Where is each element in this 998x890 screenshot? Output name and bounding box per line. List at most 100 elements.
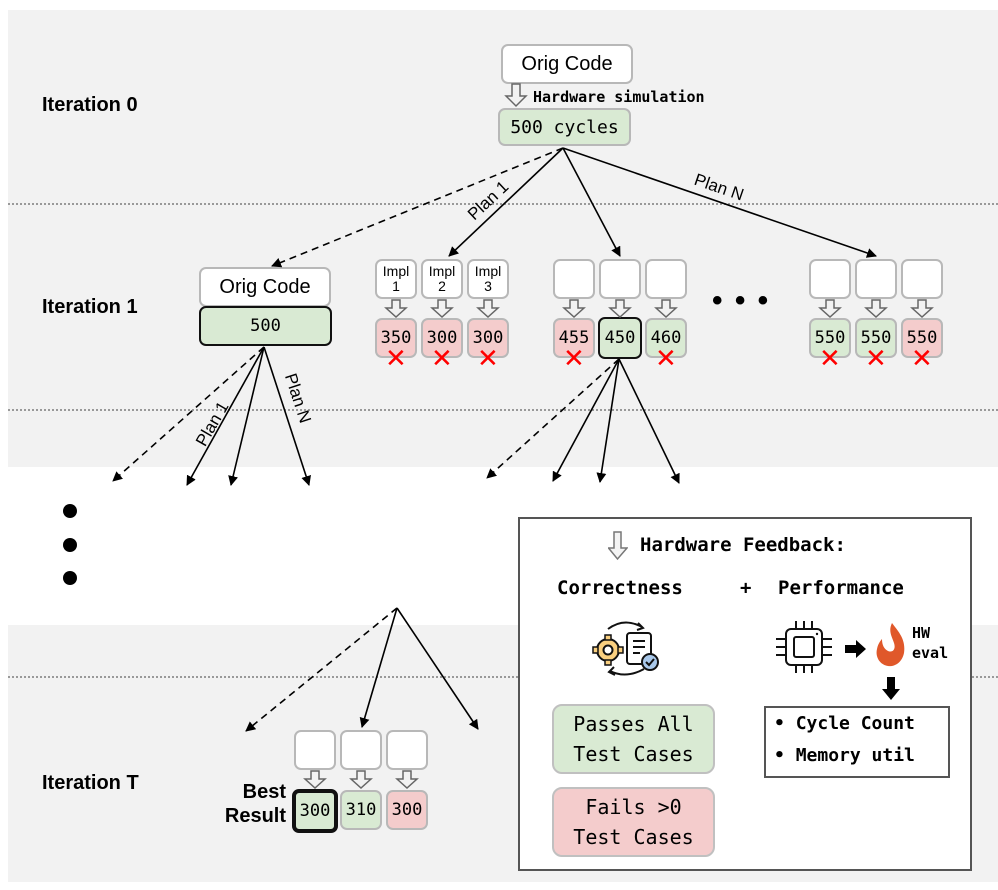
reject-x-icon: ✕ [819,344,841,374]
reject-x-icon: ✕ [655,344,677,374]
edge [552,358,620,482]
impl-label: Impl 2 [428,263,456,294]
hollow-down-arrow-icon [430,299,454,319]
impl-box-empty [340,730,382,770]
hw-eval-label: HW eval [912,623,948,663]
reject-x-icon: ✕ [563,344,585,374]
impl-box-empty [855,259,897,299]
selected-result-box: 450 [598,317,642,359]
edge-plan-N [562,147,877,258]
edge [618,358,680,484]
reject-x-icon: ✕ [477,344,499,374]
reject-x-icon: ✕ [865,344,887,374]
edge-plan-1 [448,147,564,257]
result-box: 300 [386,790,428,830]
correctness-heading: Correctness [557,577,683,599]
impl-box-empty [901,259,943,299]
flame-icon [876,623,905,667]
root-cycles-box: 500 cycles [498,108,631,146]
chip-icon [776,621,832,673]
test-cycle-icon [592,621,659,676]
hollow-down-arrow-icon [384,299,408,319]
separator-1-2 [8,409,998,411]
result-box: 550 [901,318,943,358]
best-result-box: 300 [292,789,338,833]
impl-label: Impl 3 [474,263,502,294]
performance-metrics-list: • Cycle Count • Memory util [764,706,950,778]
hw-eval-line1: HW [912,624,931,642]
reject-x-icon: ✕ [385,344,407,374]
hollow-down-arrow-icon [562,299,586,319]
pass-line1: Passes All [573,712,694,736]
separator-T [8,676,998,678]
impl-box-empty [599,259,641,299]
hollow-down-arrow-icon [608,531,628,561]
check-badge-icon [641,653,659,671]
iter1-orig-result-box: 500 [199,306,332,346]
iteration-1-label: Iteration 1 [42,296,138,318]
vertical-ellipsis-dot [63,504,77,518]
feedback-title: Hardware Feedback: [640,534,846,556]
metric-cycle-count: Cycle Count [795,713,915,734]
result-box: 455 [553,318,595,358]
fails-legend: Fails >0 Test Cases [552,787,715,857]
hollow-down-arrow-icon [654,299,678,319]
impl-box-empty [386,730,428,770]
edge-dashed [486,358,620,479]
edge [228,346,265,486]
fail-line1: Fails >0 [585,795,682,819]
result-box: 300 [421,318,463,358]
gear-icon [592,634,624,666]
metric-memory-util: Memory util [795,745,915,766]
impl-label: Impl 1 [382,263,410,294]
best-result-label: Best Result [200,780,286,828]
impl-box-3: Impl 3 [467,259,509,299]
edge [596,358,620,483]
hardware-simulation-label: Hardware simulation [533,88,705,106]
impl-box-1: Impl 1 [375,259,417,299]
hollow-down-arrow-icon [395,770,419,790]
vertical-ellipsis-dot [63,571,77,585]
reject-x-icon: ✕ [431,344,453,374]
iteration-T-label: Iteration T [42,772,139,794]
edge-dashed [245,607,398,732]
result-box: 310 [340,790,382,830]
hollow-down-arrow-icon [303,770,327,790]
edge-plan-2 [562,147,621,257]
hw-eval-line2: eval [912,644,949,662]
edge [396,607,479,730]
fail-line2: Test Cases [573,825,694,849]
best-label-line2: Result [224,805,286,827]
hardware-feedback-panel: Hardware Feedback: Correctness + Perform… [518,517,972,871]
vertical-ellipsis-dot [63,538,77,552]
impl-box-2: Impl 2 [421,259,463,299]
edge-dashed [112,346,265,482]
down-arrow-icon [882,677,900,700]
result-box: 460 [645,318,687,358]
hollow-down-arrow-icon [349,770,373,790]
edge-dashed [271,147,564,268]
performance-heading: Performance [778,577,904,599]
result-box: 300 [467,318,509,358]
plus-sign: + [740,577,752,599]
result-box: 550 [855,318,897,358]
right-arrow-icon [845,640,866,658]
impl-box-empty [553,259,595,299]
hollow-down-arrow-icon [504,83,528,108]
reject-x-icon: ✕ [911,344,933,374]
metric-item: • Cycle Count [774,713,915,734]
passes-all-legend: Passes All Test Cases [552,704,715,774]
more-plans-ellipsis: • • • [712,284,771,317]
iteration-0-1-band [8,10,998,467]
impl-box-empty [809,259,851,299]
result-box: 350 [375,318,417,358]
hollow-down-arrow-icon [476,299,500,319]
iteration-0-label: Iteration 0 [42,94,138,116]
hollow-down-arrow-icon [864,299,888,319]
hollow-down-arrow-icon [910,299,934,319]
edge [359,607,398,728]
hollow-down-arrow-icon [818,299,842,319]
hollow-down-arrow-icon [608,299,632,319]
metric-item: • Memory util [774,745,915,766]
